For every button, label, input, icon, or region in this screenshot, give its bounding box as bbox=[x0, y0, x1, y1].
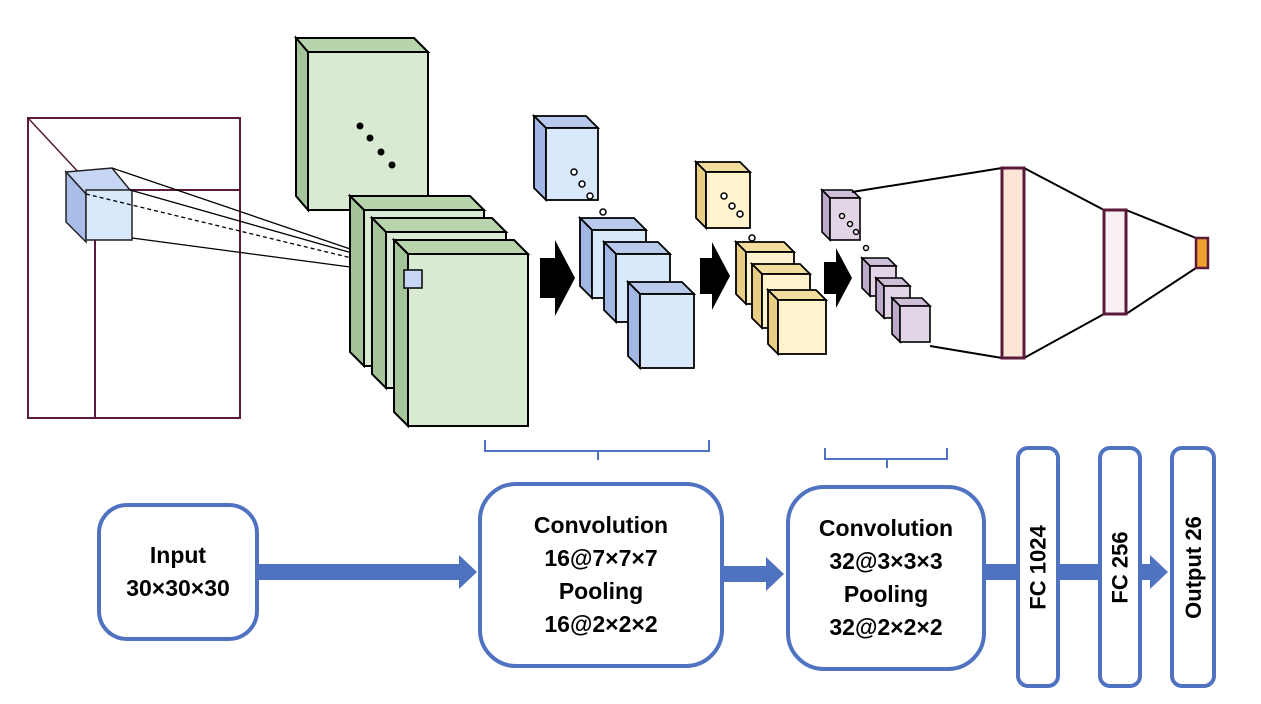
conv2-pool-title: Pooling bbox=[843, 581, 929, 607]
conv1-title: Convolution bbox=[533, 512, 669, 538]
transition-arrow-1 bbox=[540, 240, 575, 316]
fc256-layer bbox=[1102, 208, 1128, 316]
input-block: Input 30×30×30 bbox=[97, 503, 259, 641]
conv1-tall-map bbox=[293, 35, 431, 213]
conv1-filters: 16@7×7×7 bbox=[544, 545, 658, 571]
transition-arrow-2 bbox=[700, 242, 730, 310]
arrow-fc1024-to-fc256 bbox=[1060, 555, 1116, 589]
conv1-block: Convolution 16@7×7×7 Pooling 16@2×2×2 bbox=[478, 482, 724, 668]
conv2-filters: 32@3×3×3 bbox=[829, 548, 943, 574]
conv2-block: Convolution 32@3×3×3 Pooling 32@2×2×2 bbox=[786, 485, 986, 671]
conv2-map-stack bbox=[693, 159, 829, 357]
dense-connections bbox=[851, 167, 1197, 359]
conv2-pool-size: 32@2×2×2 bbox=[829, 614, 943, 640]
conv1-map-dots bbox=[356, 122, 396, 169]
pool2-dots bbox=[838, 212, 870, 252]
arrow-fc256-to-output bbox=[1142, 555, 1168, 589]
fc1024-layer bbox=[1000, 166, 1026, 360]
pool1-map-stack bbox=[531, 113, 697, 371]
receptive-field-cube bbox=[64, 167, 133, 244]
conv1-bracket bbox=[484, 440, 710, 460]
conv2-dots bbox=[720, 192, 756, 242]
arrow-input-to-conv1 bbox=[259, 555, 477, 589]
transition-arrow-3 bbox=[824, 248, 852, 308]
arrow-conv1-to-conv2 bbox=[724, 557, 784, 591]
fc1024-block: FC 1024 bbox=[1016, 446, 1060, 688]
arrow-conv2-to-fc1024 bbox=[986, 555, 1036, 589]
input-label: Input bbox=[149, 542, 207, 568]
conv2-bracket bbox=[824, 448, 948, 468]
conv1-map-stack bbox=[347, 193, 531, 429]
fc256-label: FC 256 bbox=[1107, 530, 1133, 604]
pool1-dots bbox=[570, 168, 607, 216]
fc1024-label: FC 1024 bbox=[1025, 524, 1051, 610]
network-illustration bbox=[27, 35, 1210, 429]
conv1-pool-title: Pooling bbox=[558, 578, 644, 604]
output-block: Output 26 bbox=[1170, 446, 1216, 688]
conv1-pool-size: 16@2×2×2 bbox=[544, 611, 658, 637]
output-label: Output 26 bbox=[1180, 515, 1206, 619]
input-size: 30×30×30 bbox=[126, 575, 230, 601]
kernel-cube bbox=[403, 269, 423, 289]
fc256-block: FC 256 bbox=[1098, 446, 1142, 688]
output-layer bbox=[1194, 236, 1210, 270]
conv2-title: Convolution bbox=[818, 515, 954, 541]
input-volume bbox=[27, 117, 241, 419]
pool2-map-stack bbox=[820, 188, 932, 344]
